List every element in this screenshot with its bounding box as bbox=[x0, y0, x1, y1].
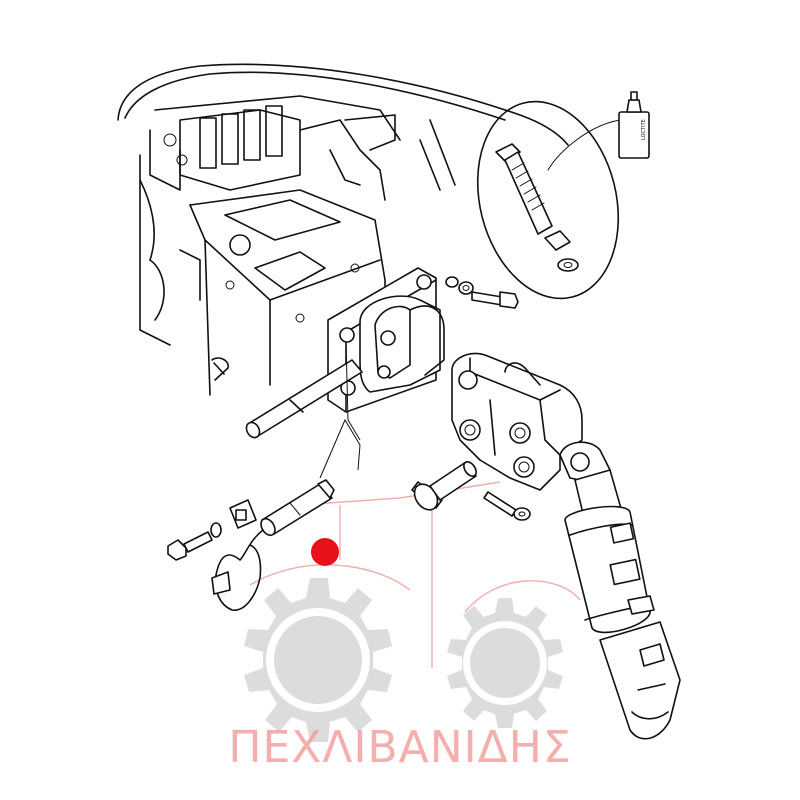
watermark-gear-right bbox=[447, 598, 563, 728]
sensor-pin bbox=[211, 418, 361, 611]
vial-label: LOCTITE bbox=[641, 119, 647, 140]
mount-plate bbox=[327, 267, 445, 413]
highlight-marker bbox=[311, 538, 339, 566]
watermark-gear-left-hub bbox=[274, 616, 362, 704]
lift-arm-bracket bbox=[451, 352, 583, 491]
mount-bolt bbox=[445, 276, 519, 309]
hydraulic-cylinder bbox=[559, 441, 681, 740]
watermark-gear-right-hub bbox=[470, 628, 540, 698]
watermark-logo bbox=[244, 481, 581, 742]
watermark-gear-left bbox=[244, 578, 392, 742]
long-pin bbox=[211, 357, 363, 439]
left-bolt-set bbox=[167, 499, 257, 561]
callout-detail: LOCTITE bbox=[476, 91, 650, 300]
small-eye-bolt bbox=[483, 491, 531, 521]
pivot-pin bbox=[411, 461, 477, 511]
leader-line bbox=[345, 341, 361, 441]
loctite-vial: LOCTITE bbox=[618, 91, 650, 159]
watermark-text: ΠΕΧΛΙΒΑΝΙΔΗΣ bbox=[228, 722, 572, 773]
engine-block bbox=[117, 63, 569, 396]
threaded-bolt-detail bbox=[495, 143, 579, 272]
watermark-logo-lines bbox=[249, 481, 581, 668]
callout-circle bbox=[476, 100, 620, 300]
